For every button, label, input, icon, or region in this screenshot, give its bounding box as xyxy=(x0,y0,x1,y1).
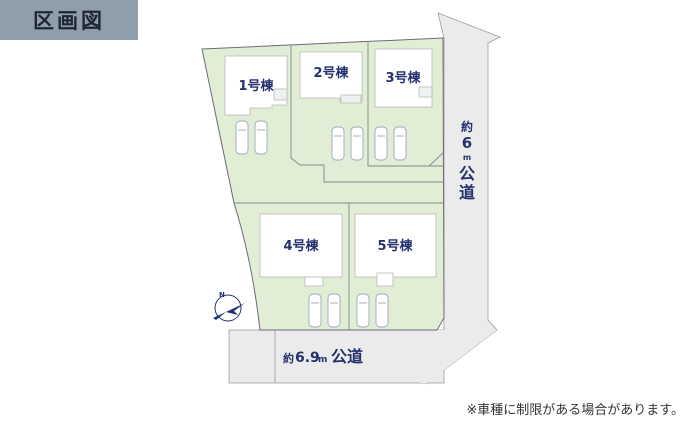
building-4-porch xyxy=(304,276,324,287)
compass-icon: N xyxy=(213,291,245,322)
building-1 xyxy=(224,55,288,116)
lot-boundaries xyxy=(234,42,445,330)
east-road-unit: m xyxy=(463,153,471,162)
parking-space xyxy=(350,126,364,161)
east-road-name-2: 道 xyxy=(459,183,475,202)
south-road-width: 6.9 xyxy=(295,350,320,366)
title-box: 区画図 xyxy=(0,0,138,40)
building-2-entrance xyxy=(340,94,362,104)
east-road-width: 6 xyxy=(462,134,472,152)
parking-space xyxy=(327,293,341,328)
lot-label-4: 4号棟 xyxy=(283,238,319,254)
east-road-approx: 約 xyxy=(461,119,473,134)
page-title: 区画図 xyxy=(33,9,105,33)
south-road-unit: m xyxy=(318,355,327,365)
building-5-porch xyxy=(376,272,394,287)
building-3-entrance xyxy=(418,86,433,98)
building-2 xyxy=(299,51,363,103)
lot-label-1: 1号棟 xyxy=(238,78,274,94)
building-1-entrance xyxy=(273,88,288,101)
parking-space xyxy=(356,293,370,328)
south-road-approx: 約 xyxy=(283,351,294,365)
parking-space xyxy=(393,126,407,161)
lot-label-2: 2号棟 xyxy=(313,65,349,81)
south-road-name: 公道 xyxy=(331,347,363,366)
parking-space xyxy=(254,120,268,155)
building-5 xyxy=(354,213,437,278)
parking-space xyxy=(375,293,389,328)
parking-space xyxy=(374,126,388,161)
lot-label-3: 3号棟 xyxy=(385,70,421,86)
parking-space xyxy=(331,126,345,161)
compass-north-label: N xyxy=(219,291,225,299)
building-4 xyxy=(259,213,343,278)
lot-label-5: 5号棟 xyxy=(377,238,413,254)
east-road-name-1: 公 xyxy=(459,164,475,183)
parking-space xyxy=(235,120,249,155)
parking-space xyxy=(308,293,322,328)
road-corner xyxy=(420,330,497,383)
vehicle-restriction-note: ※車種に制限がある場合があります。 xyxy=(466,403,684,418)
